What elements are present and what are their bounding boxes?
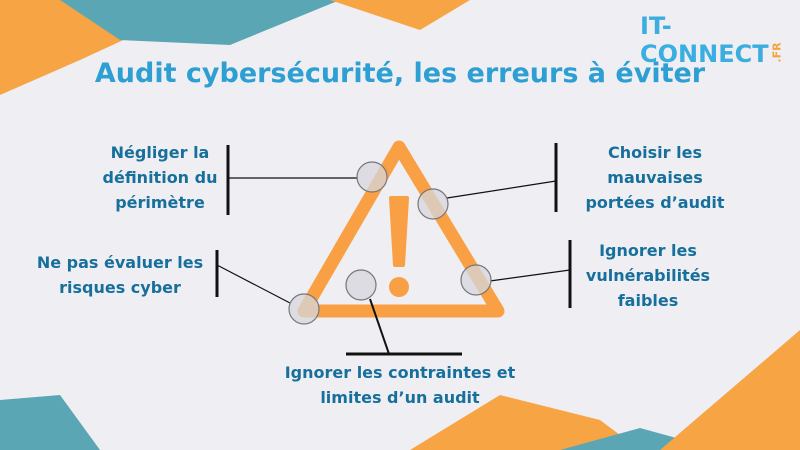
exclamation-icon (389, 196, 409, 267)
corner-shape (410, 395, 640, 450)
label-bottom: Ignorer les contraintes et limites d’un … (284, 363, 516, 407)
label-mid-left: Ne pas évaluer les risques cyber (36, 253, 204, 297)
corner-shape (60, 0, 340, 45)
corner-shape (330, 0, 470, 30)
page-title: Audit cybersécurité, les erreurs à évite… (94, 58, 706, 89)
label-mid-right: Ignorer les vulnérabilités faibles (585, 241, 711, 310)
corner-shape (0, 395, 100, 450)
warning-triangle-icon (297, 140, 505, 318)
marker-circles (288, 161, 492, 325)
logo: IT-CONNECT.FR (640, 12, 784, 68)
exclamation-dot (389, 277, 409, 297)
corner-shape (660, 330, 800, 450)
label-top-right: Choisir les mauvaises portées d’audit (585, 143, 725, 212)
label-top-left: Négliger la définition du périmètre (102, 143, 218, 212)
connectors (215, 143, 572, 356)
